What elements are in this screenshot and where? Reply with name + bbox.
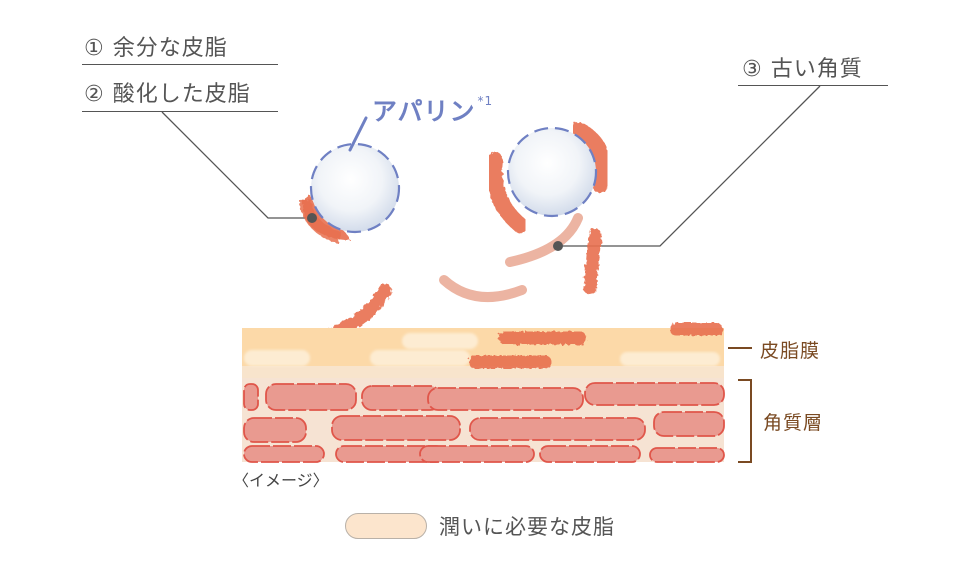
sebum-film-layer xyxy=(242,322,724,378)
apalin-name: アパリン xyxy=(372,97,476,126)
stratum-corneum-layer xyxy=(242,378,725,463)
apalin-ball-left xyxy=(299,116,401,244)
old-keratin-arcs xyxy=(439,213,583,303)
apalin-ball-right xyxy=(486,122,611,233)
divider-rule xyxy=(82,64,278,65)
label-old-keratin: ③ 古い角質 xyxy=(742,51,863,83)
apalin-label: アパリン*1 xyxy=(372,92,493,128)
footnote-marker: *1 xyxy=(477,94,494,108)
label-text: 酸化した皮脂 xyxy=(112,82,251,107)
stratum-corneum-label: 角質層 xyxy=(763,412,824,434)
label-excess-sebum: ① 余分な皮脂 xyxy=(84,30,228,62)
label-oxidized-sebum: ② 酸化した皮脂 xyxy=(84,76,251,108)
legend-swatch-moisture-sebum xyxy=(345,513,427,539)
number-2: ② xyxy=(84,82,105,107)
layer-markers xyxy=(728,347,752,463)
number-1: ① xyxy=(84,36,105,61)
divider-rule xyxy=(82,111,278,112)
divider-rule xyxy=(738,85,888,86)
number-3: ③ xyxy=(742,57,763,82)
legend-text: 潤いに必要な皮脂 xyxy=(439,515,615,539)
sebum-film-label: 皮脂膜 xyxy=(760,340,821,362)
label-text: 余分な皮脂 xyxy=(112,36,228,61)
label-text: 古い角質 xyxy=(770,57,863,82)
legend: 潤いに必要な皮脂 xyxy=(345,511,615,541)
image-note: 〈イメージ〉 xyxy=(233,471,329,490)
